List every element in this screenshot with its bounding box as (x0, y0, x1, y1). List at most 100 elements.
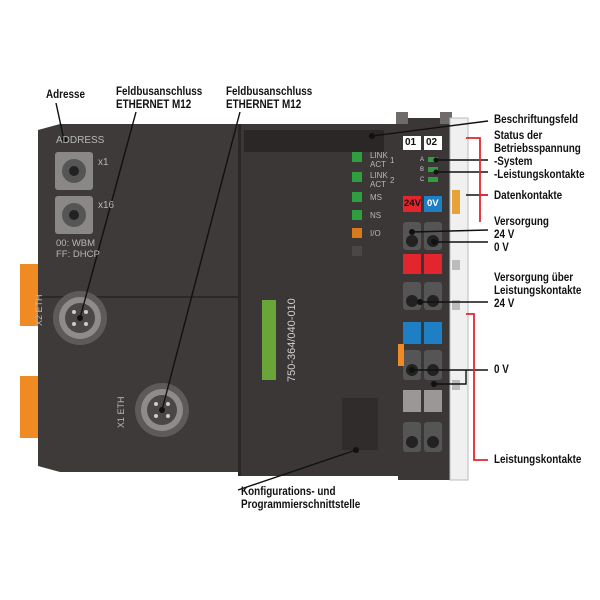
marker-24v (403, 196, 421, 212)
switch-x16-label: x16 (98, 200, 115, 211)
callout-versorgung: Versorgung 24 V 0 V (494, 216, 549, 255)
led-label-line: LINK (370, 171, 388, 180)
din-rail-clip-top (20, 264, 40, 326)
callout-line: ETHERNET M12 (116, 99, 192, 111)
release-0v-b[interactable] (424, 322, 442, 344)
led-label-link-act-2: LINK ACT (370, 171, 388, 189)
callout-datenkontakte: Datenkontakte (494, 190, 563, 202)
address-note-dhcp: FF: DHCP (56, 249, 100, 260)
callout-line: Leistungskontakte (494, 285, 582, 297)
callout-dot (369, 133, 375, 139)
led-label-line: ACT (370, 180, 386, 189)
status-led-power-a (428, 167, 438, 172)
config-interface-cover[interactable] (342, 398, 378, 450)
status-led-nums: A B C (420, 155, 424, 185)
callout-adresse: Adresse (46, 89, 86, 101)
housing-divider (238, 124, 241, 476)
callout-line-adresse (55, 102, 65, 141)
terminal-label-02 (424, 136, 442, 150)
callout-line-feldbus-x1 (161, 111, 241, 411)
housing-seam (38, 296, 238, 298)
led-label-ms: MS (370, 193, 382, 202)
clamp-hole (406, 436, 418, 448)
release-24v-pc-b[interactable] (424, 254, 442, 274)
led-label-io: I/O (370, 229, 381, 238)
led-link-act-2 (352, 172, 362, 182)
callout-dot (353, 447, 359, 453)
din-rail-clip-bottom (20, 376, 40, 438)
data-contact (452, 190, 460, 214)
callout-konfig: Konfigurations- und Programmierschnittst… (241, 486, 360, 512)
callout-dot (417, 299, 423, 305)
callout-dot (431, 239, 437, 245)
led-label-line: ACT (370, 160, 386, 169)
marker-0v-text: 0V (427, 198, 439, 209)
m12-pin (72, 322, 76, 326)
m12-pin (84, 310, 88, 314)
led-label-line: LINK (370, 151, 388, 160)
status-led-system (428, 157, 438, 162)
power-contact (452, 380, 460, 390)
wago-logo-bar (262, 300, 276, 380)
callout-line-0v-branch (434, 370, 467, 385)
marking-tab-right (440, 112, 452, 124)
terminal-label-01-text: 01 (405, 137, 417, 148)
status-led-num: A (420, 157, 425, 163)
marker-24v-text: 24V (404, 198, 421, 209)
callout-line: 24 V (494, 298, 515, 310)
callout-line: 0 V (494, 242, 509, 254)
release-pe-b[interactable] (424, 390, 442, 412)
m12-pin (154, 414, 158, 418)
callout-dot (431, 381, 437, 387)
status-led-num: C (420, 177, 425, 183)
callout-feldbus-x2: Feldbusanschluss ETHERNET M12 (116, 86, 202, 112)
marker-0v (424, 196, 442, 212)
callout-0v: 0 V (494, 364, 509, 376)
callout-leistungskontakte: Leistungskontakte (494, 454, 582, 466)
m12-pin (166, 402, 170, 406)
port-x2-label: X2 ETH (34, 294, 44, 326)
switch-x1-label: x1 (98, 157, 109, 168)
callout-dot (433, 157, 439, 163)
callout-line: Versorgung (494, 216, 549, 228)
callout-line: 24 V (494, 229, 515, 241)
led-label-link-act-1: LINK ACT (370, 151, 388, 169)
clamp-hole (406, 295, 418, 307)
release-0v-a[interactable] (403, 322, 421, 344)
led-ms (352, 192, 362, 202)
clamp-hole (406, 235, 418, 247)
callout-versorgung-lk: Versorgung über Leistungskontakte 24 V (494, 272, 581, 311)
callout-line: Programmierschnittstelle (241, 499, 361, 511)
rotary-knob-center-x1 (69, 166, 79, 176)
terminal-label-02-text: 02 (426, 137, 438, 148)
callout-line-feldbus-x2 (79, 111, 137, 319)
callout-line: Feldbusanschluss (226, 86, 313, 98)
callout-line: Betriebsspannung (494, 143, 581, 155)
clamp-hole (427, 436, 439, 448)
led-io (352, 228, 362, 238)
address-note: 00: WBM FF: DHCP (56, 238, 100, 260)
m12-pin (72, 310, 76, 314)
address-title: ADDRESS (56, 135, 105, 146)
power-contact (452, 260, 460, 270)
led-num-1: 1 (390, 156, 395, 165)
m12-pin (154, 402, 158, 406)
callout-dot (159, 407, 165, 413)
release-24v-pc-a[interactable] (403, 254, 421, 274)
m12-pin (84, 322, 88, 326)
callout-dot (409, 367, 415, 373)
callout-line: -System (494, 156, 533, 168)
callout-status: Status der Betriebsspannung -System -Lei… (494, 130, 585, 182)
callout-dot (433, 169, 439, 175)
status-led-num: B (420, 167, 425, 173)
address-note-wbm: 00: WBM (56, 238, 96, 249)
m12-pin (166, 414, 170, 418)
callout-dot (61, 137, 67, 143)
led-label-ns: NS (370, 211, 382, 220)
release-pe-a[interactable] (403, 390, 421, 412)
callout-line: Status der (494, 130, 543, 142)
bracket-leistungskontakte (466, 313, 488, 461)
led-link-act-1 (352, 152, 362, 162)
callout-beschriftungsfeld: Beschriftungsfeld (494, 114, 579, 126)
